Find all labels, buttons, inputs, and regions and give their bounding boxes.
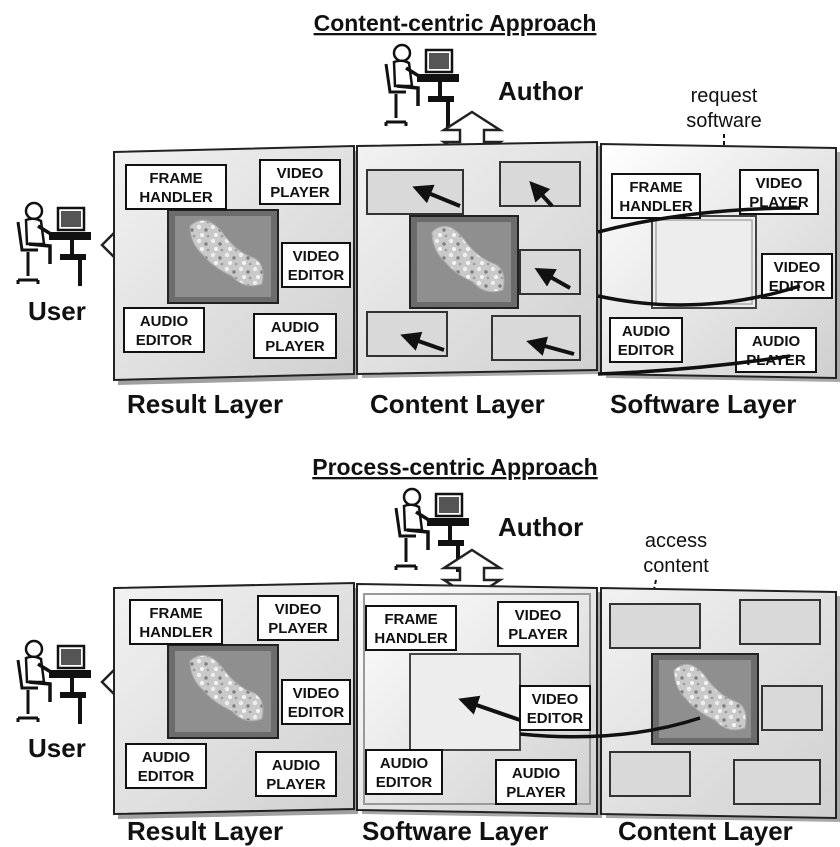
note-line-1: request xyxy=(691,85,758,107)
software-connections xyxy=(597,206,801,376)
content-layer-label: Content Layer xyxy=(370,389,545,419)
software-frame-handler-box: FRAME HANDLER xyxy=(365,605,457,651)
svg-text:VIDEO: VIDEO xyxy=(774,259,821,276)
note-line-2: content xyxy=(643,555,709,577)
svg-text:AUDIO: AUDIO xyxy=(140,313,189,330)
result-audio-editor-box: AUDIO EDITOR xyxy=(123,307,205,353)
user-label: User xyxy=(28,733,86,763)
software-audio-editor-box: AUDIO EDITOR xyxy=(365,749,443,795)
svg-text:VIDEO: VIDEO xyxy=(275,601,322,618)
result-video-editor-box: VIDEO EDITOR xyxy=(281,242,351,288)
software-layer-label: Software Layer xyxy=(610,389,796,419)
result-audio-player-box: AUDIO PLAYER xyxy=(255,751,337,797)
svg-text:HANDLER: HANDLER xyxy=(139,189,212,206)
svg-text:EDITOR: EDITOR xyxy=(288,267,345,284)
section-title: Process-centric Approach xyxy=(312,454,597,480)
svg-text:HANDLER: HANDLER xyxy=(139,624,212,641)
result-layer-panel: FRAME HANDLER VIDEO PLAYER VIDEO EDITOR … xyxy=(113,581,358,819)
software-video-player-box: VIDEO PLAYER xyxy=(739,169,819,215)
software-layer-panel: FRAME HANDLER VIDEO PLAYER VIDEO EDITOR … xyxy=(356,582,602,818)
svg-text:PLAYER: PLAYER xyxy=(270,184,330,201)
leaf-image xyxy=(189,219,264,287)
result-layer-label: Result Layer xyxy=(127,816,283,846)
result-video-player-box: VIDEO PLAYER xyxy=(259,159,341,205)
software-audio-player-box: AUDIO PLAYER xyxy=(735,327,817,373)
svg-text:PLAYER: PLAYER xyxy=(266,776,326,793)
svg-text:EDITOR: EDITOR xyxy=(618,342,675,359)
result-frame-handler-box: FRAME HANDLER xyxy=(129,599,223,645)
author-label: Author xyxy=(498,512,583,542)
svg-text:AUDIO: AUDIO xyxy=(272,757,321,774)
svg-text:EDITOR: EDITOR xyxy=(376,774,433,791)
leaf-image xyxy=(189,654,264,722)
software-audio-editor-box: AUDIO EDITOR xyxy=(609,317,683,363)
svg-text:PLAYER: PLAYER xyxy=(268,620,328,637)
svg-text:VIDEO: VIDEO xyxy=(756,175,803,192)
svg-text:VIDEO: VIDEO xyxy=(532,691,579,708)
svg-text:FRAME: FRAME xyxy=(629,179,682,196)
svg-text:AUDIO: AUDIO xyxy=(271,319,320,336)
author-figure-icon xyxy=(384,43,461,130)
process-centric-section: Process-centric Approach Author access c… xyxy=(16,454,840,846)
content-centric-section: Content-centric Approach Author request … xyxy=(16,10,840,419)
svg-text:PLAYER: PLAYER xyxy=(506,784,566,801)
software-audio-player-box: AUDIO PLAYER xyxy=(495,759,577,805)
result-layer-panel: FRAME HANDLER VIDEO PLAYER VIDEO EDITOR … xyxy=(113,144,358,385)
content-layer-panel xyxy=(600,586,840,822)
svg-text:HANDLER: HANDLER xyxy=(619,198,692,215)
user-figure-icon xyxy=(16,639,93,726)
result-audio-editor-box: AUDIO EDITOR xyxy=(125,743,207,789)
svg-text:PLAYER: PLAYER xyxy=(265,338,325,355)
svg-text:FRAME: FRAME xyxy=(384,611,437,628)
software-video-editor-box: VIDEO EDITOR xyxy=(761,253,833,299)
svg-text:FRAME: FRAME xyxy=(149,170,202,187)
svg-text:VIDEO: VIDEO xyxy=(293,248,340,265)
svg-text:PLAYER: PLAYER xyxy=(746,352,806,369)
user-figure-icon xyxy=(16,201,93,288)
svg-text:EDITOR: EDITOR xyxy=(136,332,193,349)
svg-text:VIDEO: VIDEO xyxy=(293,685,340,702)
result-video-player-box: VIDEO PLAYER xyxy=(257,595,339,641)
user-label: User xyxy=(28,296,86,326)
svg-text:EDITOR: EDITOR xyxy=(138,768,195,785)
note-line-1: access xyxy=(645,530,707,552)
content-layer-label: Content Layer xyxy=(618,816,793,846)
result-frame-handler-box: FRAME HANDLER xyxy=(125,164,227,210)
svg-text:VIDEO: VIDEO xyxy=(277,165,324,182)
section-title: Content-centric Approach xyxy=(314,10,597,36)
software-layer-panel: FRAME HANDLER VIDEO PLAYER VIDEO EDITOR … xyxy=(600,142,840,382)
note-line-2: software xyxy=(686,110,762,132)
svg-text:EDITOR: EDITOR xyxy=(288,704,345,721)
result-layer-label: Result Layer xyxy=(127,389,283,419)
content-connection xyxy=(519,716,701,739)
svg-text:AUDIO: AUDIO xyxy=(512,765,561,782)
svg-text:AUDIO: AUDIO xyxy=(752,333,801,350)
svg-text:EDITOR: EDITOR xyxy=(527,710,584,727)
svg-text:AUDIO: AUDIO xyxy=(142,749,191,766)
svg-text:AUDIO: AUDIO xyxy=(622,323,671,340)
svg-text:FRAME: FRAME xyxy=(149,605,202,622)
software-layer-label: Software Layer xyxy=(362,816,548,846)
software-frame-handler-box: FRAME HANDLER xyxy=(611,173,701,219)
svg-text:AUDIO: AUDIO xyxy=(380,755,429,772)
software-video-player-box: VIDEO PLAYER xyxy=(497,601,579,647)
result-audio-player-box: AUDIO PLAYER xyxy=(253,313,337,359)
svg-text:HANDLER: HANDLER xyxy=(374,630,447,647)
author-label: Author xyxy=(498,76,583,106)
svg-text:PLAYER: PLAYER xyxy=(508,626,568,643)
svg-text:VIDEO: VIDEO xyxy=(515,607,562,624)
result-video-editor-box: VIDEO EDITOR xyxy=(281,679,351,725)
content-layer-panel xyxy=(356,140,602,378)
software-video-editor-box: VIDEO EDITOR xyxy=(519,685,591,731)
